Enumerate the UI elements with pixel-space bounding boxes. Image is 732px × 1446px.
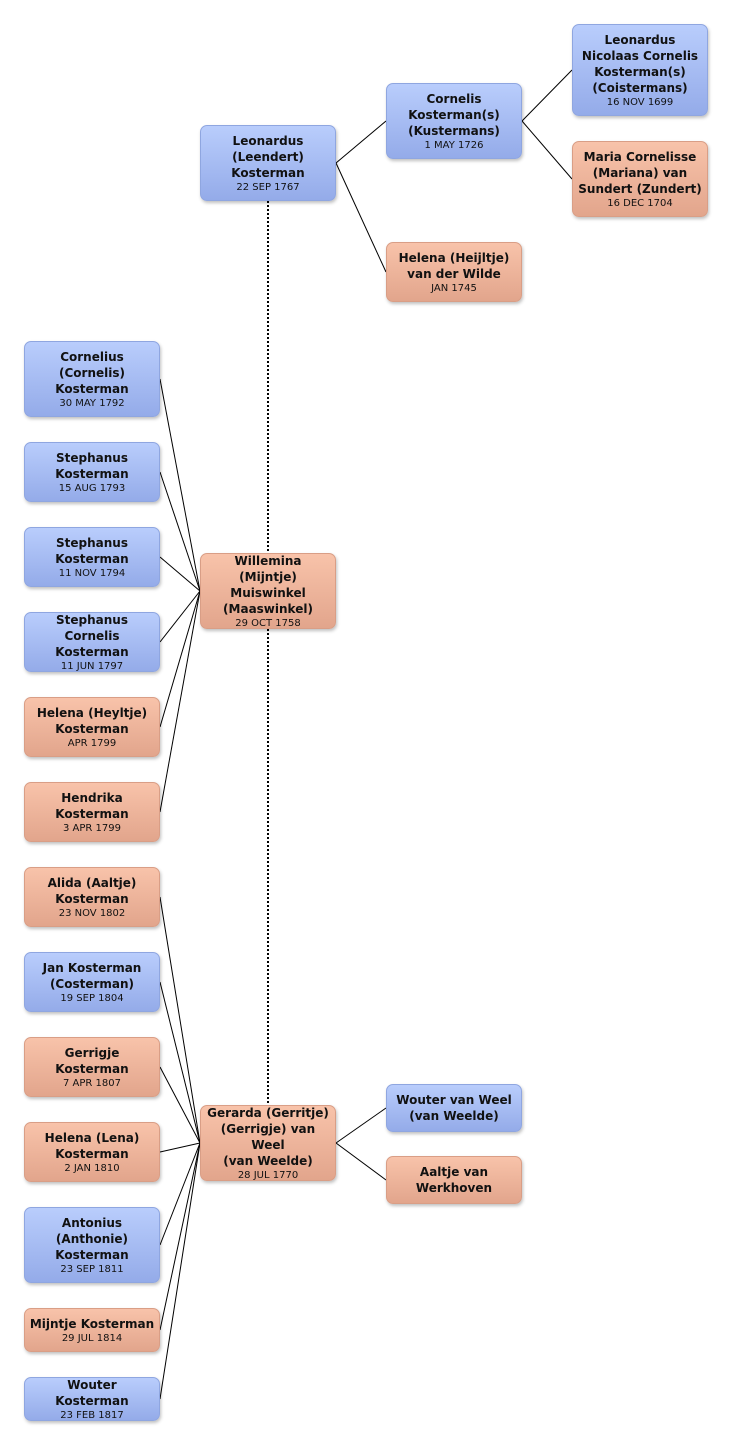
person-date: 7 APR 1807 [63,1077,121,1089]
parent-link-line [521,69,573,122]
child-link-line [159,378,201,592]
person-box-leonardus-nicolaas-cornelis[interactable]: Leonardus Nicolaas Cornelis Kosterman(s)… [572,24,708,116]
person-name: Cornelis Kosterman(s) (Kustermans) [408,91,500,138]
parent-link-line [335,1107,387,1144]
person-date: 11 JUN 1797 [60,660,124,672]
person-box-wouter-van-weel[interactable]: Wouter van Weel (van Weelde) [386,1084,522,1132]
person-name: Leonardus (Leendert) Kosterman [231,133,305,180]
child-link-line [159,981,201,1144]
child-box-helena-heyltje[interactable]: Helena (Heyltje) Kosterman APR 1799 [24,697,160,757]
child-link-line [159,590,201,643]
person-name: Helena (Heyltje) Kosterman [36,705,148,736]
person-name: Aaltje van Werkhoven [415,1165,493,1195]
child-link-line [159,1066,201,1144]
person-date: 29 OCT 1758 [235,617,301,629]
person-name: Wouter van Weel (van Weelde) [396,1093,512,1123]
child-box-gerrigje[interactable]: Gerrigje Kosterman 7 APR 1807 [24,1037,160,1097]
person-date: 19 SEP 1804 [60,992,124,1004]
parent-link-line [521,120,573,180]
person-name: Gerrigje Kosterman [55,1045,129,1076]
child-box-stephanus-1794[interactable]: Stephanus Kosterman 11 NOV 1794 [24,527,160,587]
person-box-leonardus-leendert[interactable]: Leonardus (Leendert) Kosterman 22 SEP 17… [200,125,336,201]
person-name: Antonius (Anthonie) Kosterman [55,1215,129,1262]
parent-link-line [335,1142,387,1181]
child-box-stephanus-cornelis[interactable]: Stephanus Cornelis Kosterman 11 JUN 1797 [24,612,160,672]
child-box-wouter-kosterman[interactable]: Wouter Kosterman 23 FEB 1817 [24,1377,160,1421]
child-link-line [159,1142,201,1400]
person-name: Gerarda (Gerritje) (Gerrigje) van Weel (… [207,1105,329,1168]
child-box-stephanus-1793[interactable]: Stephanus Kosterman 15 AUG 1793 [24,442,160,502]
person-date: 23 FEB 1817 [60,1409,124,1421]
person-box-cornelis-kosterman[interactable]: Cornelis Kosterman(s) (Kustermans) 1 MAY… [386,83,522,159]
person-date: 15 AUG 1793 [58,482,126,494]
person-name: Cornelius (Cornelis) Kosterman [55,349,129,396]
person-date: JAN 1745 [431,282,477,294]
child-link-line [159,590,201,728]
child-link-line [159,471,201,592]
person-date: 3 APR 1799 [63,822,121,834]
child-link-line [159,556,201,592]
person-date: 28 JUL 1770 [237,1169,299,1181]
person-date: 30 MAY 1792 [59,397,125,409]
parent-link-line [335,162,387,273]
person-date: 23 NOV 1802 [58,907,126,919]
person-name: Stephanus Kosterman [55,535,129,566]
person-date: 23 SEP 1811 [60,1263,124,1275]
person-name: Mijntje Kosterman [29,1316,155,1331]
person-box-willemina-mijntje[interactable]: Willemina (Mijntje) Muiswinkel (Maaswink… [200,553,336,629]
child-link-line [159,590,201,813]
person-name: Willemina (Mijntje) Muiswinkel (Maaswink… [223,553,313,616]
person-name: Helena (Heijltje) van der Wilde [398,250,510,281]
child-link-line [159,1142,201,1331]
child-box-jan[interactable]: Jan Kosterman (Costerman) 19 SEP 1804 [24,952,160,1012]
child-box-antonius[interactable]: Antonius (Anthonie) Kosterman 23 SEP 181… [24,1207,160,1283]
child-link-line [159,1142,201,1153]
child-box-alida[interactable]: Alida (Aaltje) Kosterman 23 NOV 1802 [24,867,160,927]
child-link-line [159,896,201,1144]
person-date: 29 JUL 1814 [61,1332,123,1344]
child-link-line [159,1142,201,1246]
person-date: 1 MAY 1726 [424,139,484,151]
person-name: Maria Cornelisse (Mariana) van Sundert (… [578,149,702,196]
child-box-hendrika[interactable]: Hendrika Kosterman 3 APR 1799 [24,782,160,842]
parent-link-line [335,120,387,164]
person-name: Hendrika Kosterman [55,790,129,821]
person-date: 16 DEC 1704 [607,197,673,209]
person-date: 22 SEP 1767 [236,181,300,193]
person-date: APR 1799 [67,737,117,749]
person-box-helena-heijltje[interactable]: Helena (Heijltje) van der Wilde JAN 1745 [386,242,522,302]
person-name: Stephanus Cornelis Kosterman [55,612,129,659]
child-box-cornelius[interactable]: Cornelius (Cornelis) Kosterman 30 MAY 17… [24,341,160,417]
person-name: Alida (Aaltje) Kosterman [47,875,137,906]
person-name: Helena (Lena) Kosterman [44,1130,140,1161]
child-box-helena-lena[interactable]: Helena (Lena) Kosterman 2 JAN 1810 [24,1122,160,1182]
person-date: 11 NOV 1794 [58,567,126,579]
child-box-mijntje[interactable]: Mijntje Kosterman 29 JUL 1814 [24,1308,160,1352]
person-date: 2 JAN 1810 [64,1162,120,1174]
person-name: Wouter Kosterman [55,1377,129,1408]
person-name: Jan Kosterman (Costerman) [42,960,142,991]
person-name: Stephanus Kosterman [55,450,129,481]
person-box-aaltje-van-werkhoven[interactable]: Aaltje van Werkhoven [386,1156,522,1204]
person-date: 16 NOV 1699 [606,96,674,108]
person-box-maria-cornelisse[interactable]: Maria Cornelisse (Mariana) van Sundert (… [572,141,708,217]
person-name: Leonardus Nicolaas Cornelis Kosterman(s)… [581,32,699,95]
person-box-gerarda-gerritje[interactable]: Gerarda (Gerritje) (Gerrigje) van Weel (… [200,1105,336,1181]
